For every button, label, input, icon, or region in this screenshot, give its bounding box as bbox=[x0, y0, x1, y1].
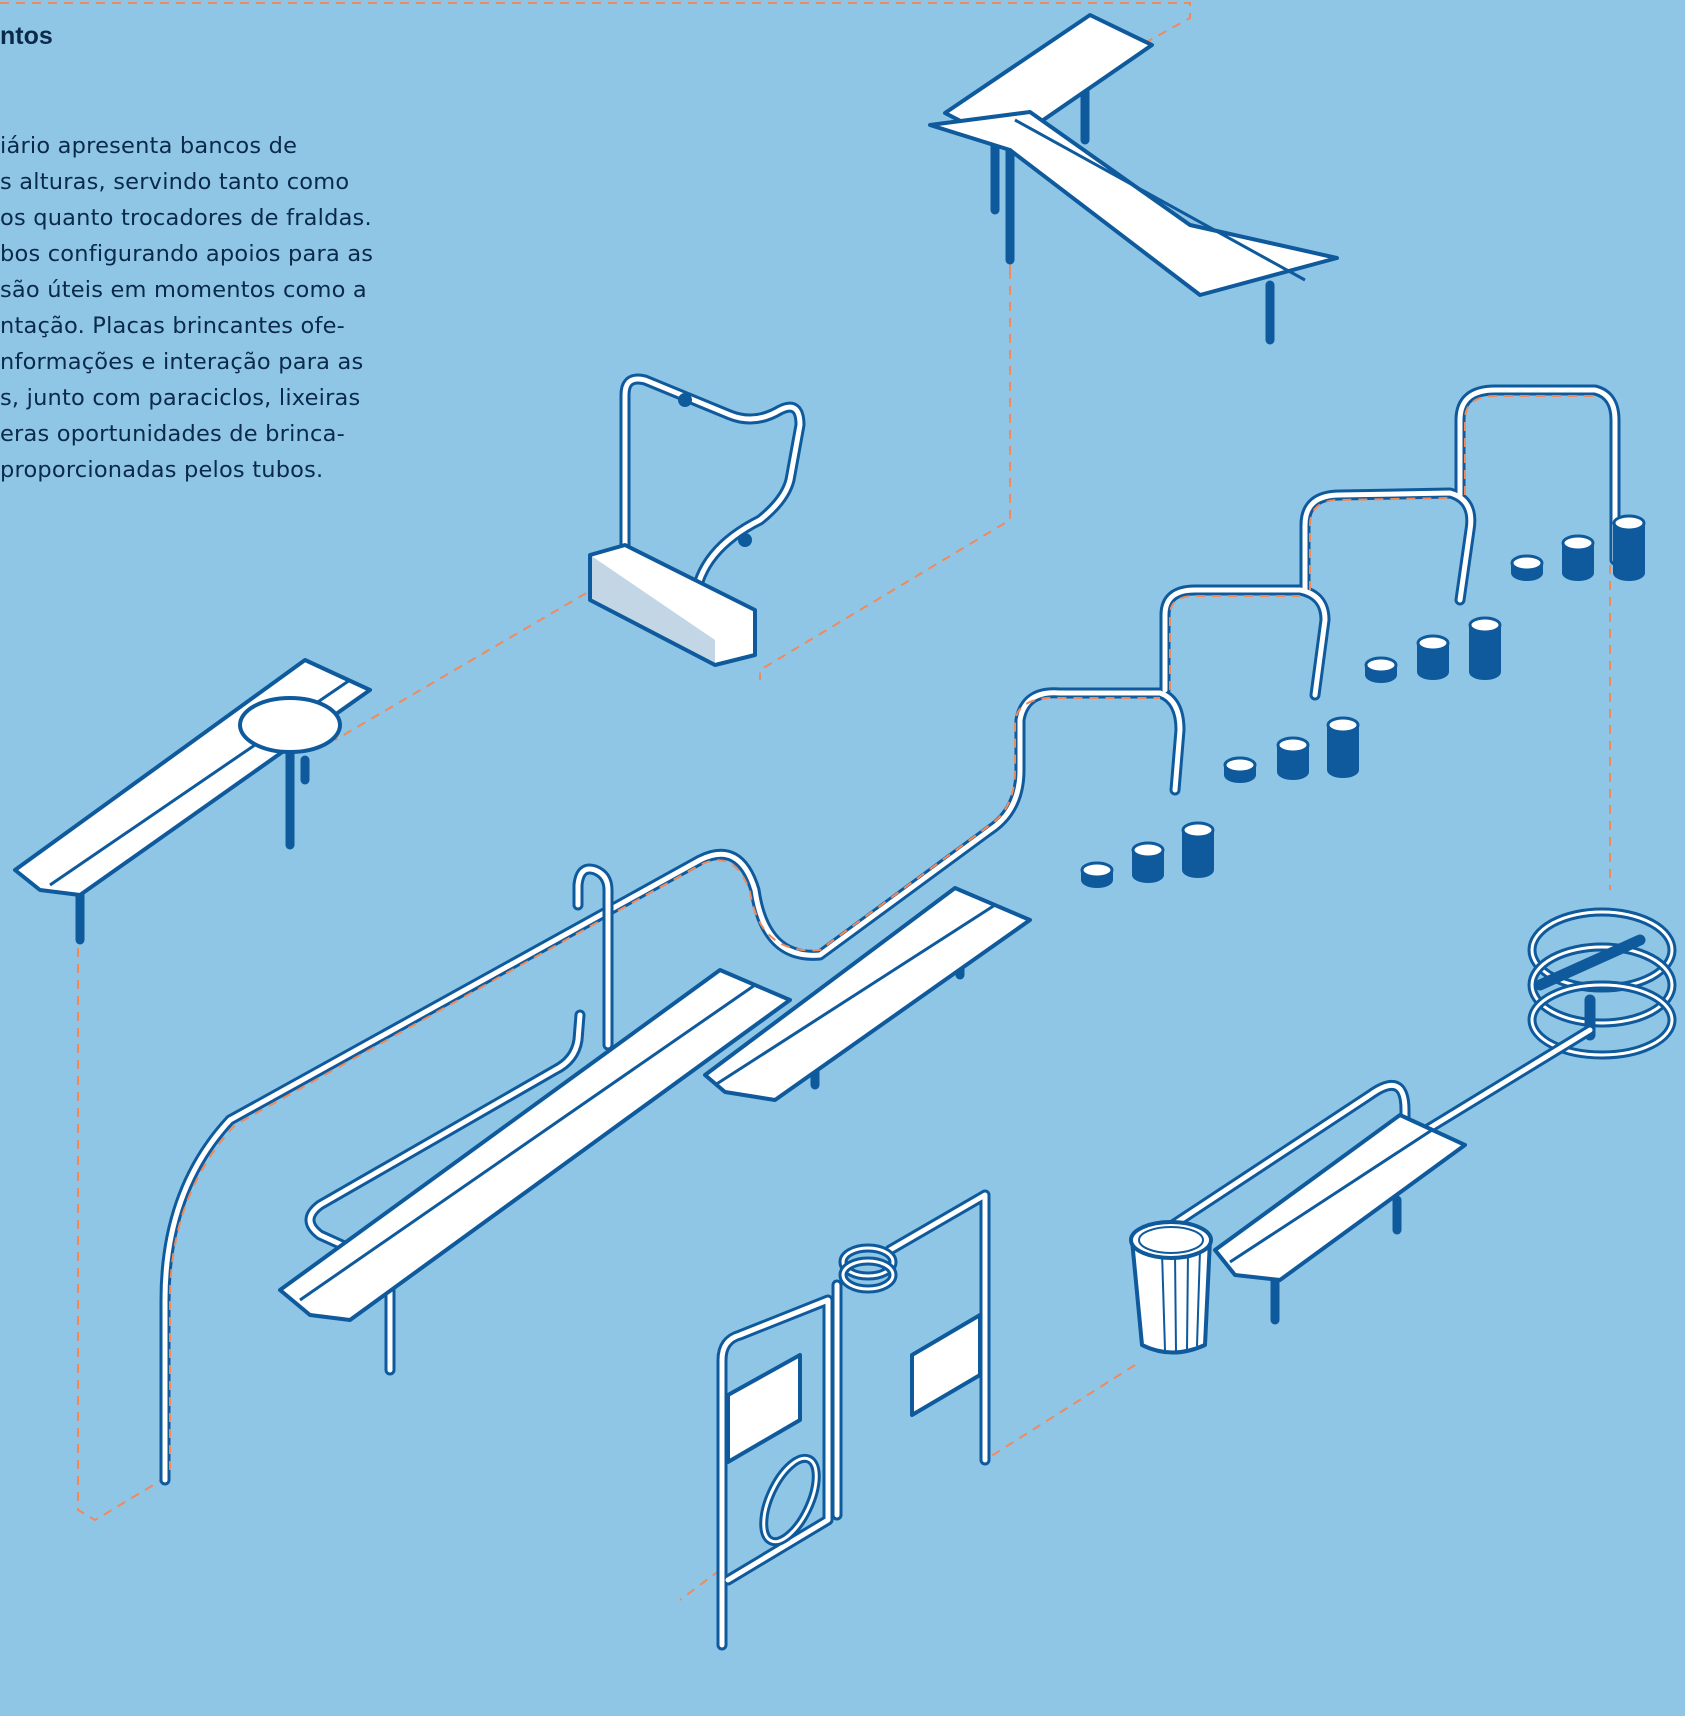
guide-line-bottom bbox=[680, 1570, 720, 1600]
drinking-fountain bbox=[590, 379, 800, 665]
trash-bin-icon bbox=[1131, 1222, 1211, 1353]
bench-seat bbox=[15, 660, 370, 895]
round-table bbox=[240, 698, 340, 752]
bench-seat bbox=[1215, 1115, 1465, 1280]
lower-long-bench bbox=[280, 970, 790, 1320]
left-bench-table bbox=[15, 660, 370, 940]
play-panel bbox=[722, 1195, 985, 1645]
post-group bbox=[1225, 718, 1358, 782]
guide-line-left bbox=[78, 900, 170, 1520]
faucet-icon bbox=[739, 534, 751, 546]
post-group bbox=[1082, 823, 1213, 887]
panel-sign bbox=[912, 1315, 980, 1415]
upper-bench-group bbox=[930, 15, 1337, 340]
panel-sign bbox=[728, 1355, 800, 1462]
post-top bbox=[1082, 863, 1112, 877]
guide-line-bin bbox=[985, 1365, 1135, 1460]
bench-seat bbox=[280, 970, 790, 1320]
lower-right-bench bbox=[1131, 1085, 1465, 1352]
faucet-icon bbox=[679, 394, 691, 406]
guide-lines bbox=[0, 3, 1610, 1600]
guide-line-sink bbox=[335, 585, 600, 740]
guide-line-upper-bench bbox=[760, 120, 1010, 680]
post-group bbox=[1512, 516, 1644, 580]
post-group bbox=[1366, 618, 1500, 682]
